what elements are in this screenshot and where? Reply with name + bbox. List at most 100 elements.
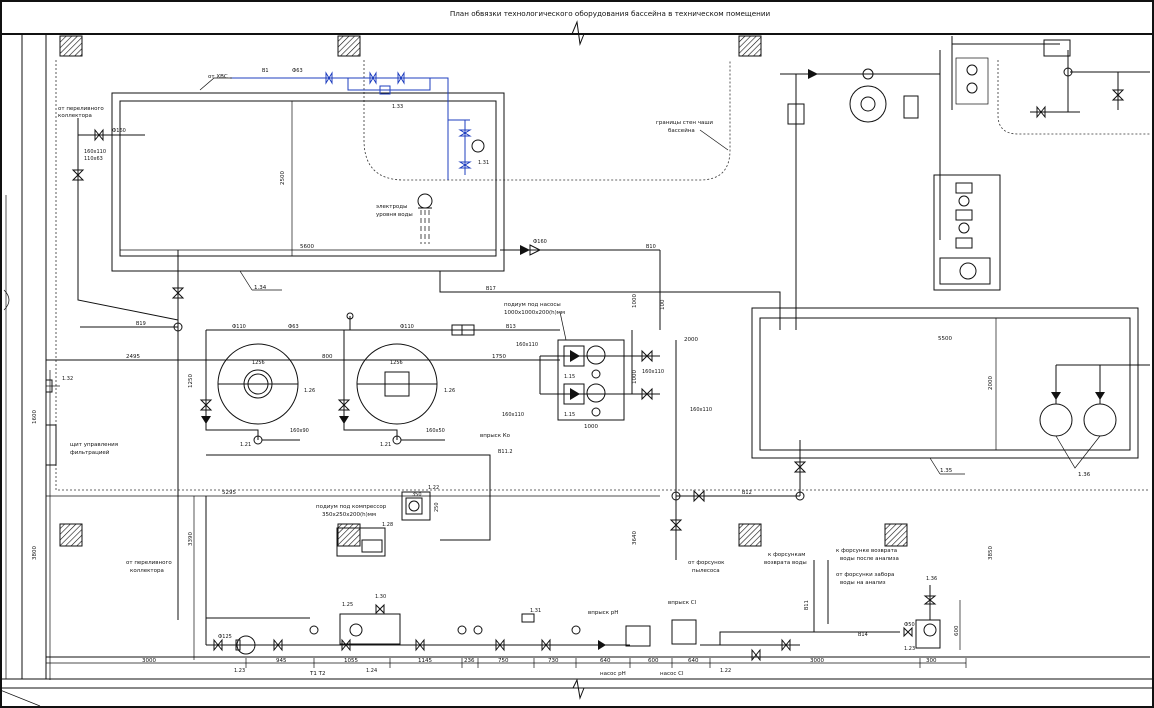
- dim-640a: 640: [600, 658, 611, 664]
- dim-236: 236: [464, 658, 475, 664]
- pipe-160x90: 160х90: [290, 428, 309, 434]
- tag-1-26a: 1.26: [304, 388, 315, 394]
- label-overflow-1: от переливного: [58, 106, 104, 112]
- tag-1-23: 1.23: [234, 668, 245, 674]
- dim-350: 350: [412, 492, 422, 498]
- return-line-B10: [439, 244, 781, 330]
- tag-1-23b: 1.23: [904, 646, 915, 652]
- corner-slash: [0, 689, 41, 707]
- label-compressor-podium: подиум под компрессор: [316, 504, 387, 510]
- label-pump-podium: подиум под насосы: [504, 302, 561, 308]
- instrument-panel: [933, 174, 1001, 291]
- dim-600b: 600: [954, 625, 960, 636]
- pipe-160x110b: 160х110: [516, 342, 538, 348]
- dim-945: 945: [276, 658, 287, 664]
- dim-600: 600: [648, 658, 659, 664]
- building-columns: [59, 35, 908, 547]
- sand-filter-left: [217, 343, 299, 425]
- heating-unit: [780, 36, 1150, 330]
- pipe-160x50: 160х50: [426, 428, 445, 434]
- page-title: План обвязки технологического оборудован…: [450, 9, 771, 18]
- room-boundary: [55, 60, 1150, 491]
- label-injection-cl: впрыск Сl: [668, 600, 697, 606]
- label-bowl-walls: границы стен чаши: [656, 120, 713, 126]
- dim-250: 250: [434, 502, 440, 512]
- pipe-d63-b: Ф63: [288, 324, 299, 330]
- dim-1250: 1250: [188, 374, 194, 388]
- tag-1-30: 1.30: [375, 594, 386, 600]
- label-overflow-b-2: коллектора: [130, 568, 164, 574]
- dim-5500: 5500: [938, 336, 952, 342]
- dim-1000a: 1000: [584, 424, 598, 430]
- pipe-d160-b: Ф160: [533, 239, 547, 245]
- label-hot-water: от ХВС: [208, 74, 228, 80]
- pipe-160x110d: 160х110: [642, 369, 664, 375]
- label-nozzles-suction: от форсунок: [688, 560, 725, 566]
- pipe-160x110e: 160х110: [690, 407, 712, 413]
- label-nozzles-return: к форсункам: [768, 552, 805, 558]
- label-overflow-2: коллектора: [58, 113, 92, 119]
- dim-100: 100: [660, 299, 666, 310]
- tag-T1T2: Т1 Т2: [309, 671, 325, 677]
- tag-1-36b: 1.36: [926, 576, 937, 582]
- dim-3640: 3640: [632, 531, 638, 545]
- pipe-d63-a: Ф63: [292, 68, 303, 74]
- tag-B12: В12: [742, 490, 752, 496]
- hot-water-line: [230, 71, 485, 180]
- tag-1-32: 1.32: [62, 376, 73, 382]
- filtration-control-panel: [45, 379, 60, 466]
- dim-3390: 3390: [188, 532, 194, 546]
- dim-640b: 640: [688, 658, 699, 664]
- pipe-d160-a: Ф160: [112, 128, 126, 134]
- tag-1-31b: 1.31: [530, 608, 541, 614]
- dim-300: 300: [926, 658, 937, 664]
- label-injection-ph: впрыск рН: [588, 610, 618, 616]
- label-electrodes: электроды: [376, 204, 407, 210]
- tag-B13: В13: [506, 324, 516, 330]
- tag-1-36: 1.36: [1078, 472, 1091, 478]
- label-compressor-podium-2: 350х250х200(h)мм: [322, 512, 376, 518]
- dim-2000: 2000: [988, 376, 994, 390]
- balance-tank: [751, 307, 1139, 496]
- break-arc: [3, 289, 10, 311]
- label-pump-ph: насос рН: [600, 671, 626, 677]
- pipe-160x110c: 160х110: [502, 412, 524, 418]
- dim-3850: 3850: [988, 546, 994, 560]
- label-water-return: к форсунке возврата: [836, 548, 897, 554]
- dim-3000a: 3000: [142, 658, 156, 664]
- tag-1-15b: 1.15: [564, 412, 575, 418]
- pipe-d110-a: Ф110: [232, 324, 246, 330]
- pipe-110x63: 110х63: [84, 156, 103, 162]
- label-filter-panel-2: фильтрацией: [70, 449, 110, 456]
- dim-5295: 5295: [222, 490, 236, 496]
- label-pump-podium-2: 1000х1000х200(h)мм: [504, 310, 565, 316]
- tag-B10: В10: [646, 244, 656, 250]
- overflow-collector-line: [71, 118, 185, 620]
- label-electrodes-2: уровня воды: [376, 212, 413, 218]
- tag-1-24: 1.24: [366, 668, 377, 674]
- label-filter-panel: щит управления: [70, 442, 118, 448]
- label-water-sample-2: воды на анализ: [840, 580, 886, 586]
- dim-800: 800: [322, 354, 333, 360]
- dim-2500: 2500: [280, 171, 286, 185]
- dim-750: 750: [498, 658, 509, 664]
- pipe-d50: Ф50: [904, 622, 915, 628]
- dim-1055: 1055: [344, 658, 358, 664]
- tag-B11: В11: [804, 600, 810, 610]
- label-water-sample: от форсунки забора: [836, 572, 894, 578]
- dim-1145: 1145: [418, 658, 432, 664]
- bottom-main-line: [46, 496, 1150, 662]
- tag-B11-2: В11.2: [498, 449, 513, 455]
- pool-tank-upper: [111, 92, 505, 291]
- filter-piping: [46, 312, 560, 541]
- chemical-tanks: [1039, 364, 1150, 469]
- dim-2495: 2495: [126, 354, 140, 360]
- tag-1-33: 1.33: [392, 104, 403, 110]
- dim-730: 730: [548, 658, 559, 664]
- tag-1-28: 1.28: [382, 522, 393, 528]
- dim-2000b: 2000: [684, 337, 698, 343]
- dim-1600: 1600: [32, 410, 38, 424]
- tag-1-25: 1.25: [342, 602, 353, 608]
- tag-1-22b: 1.22: [720, 668, 731, 674]
